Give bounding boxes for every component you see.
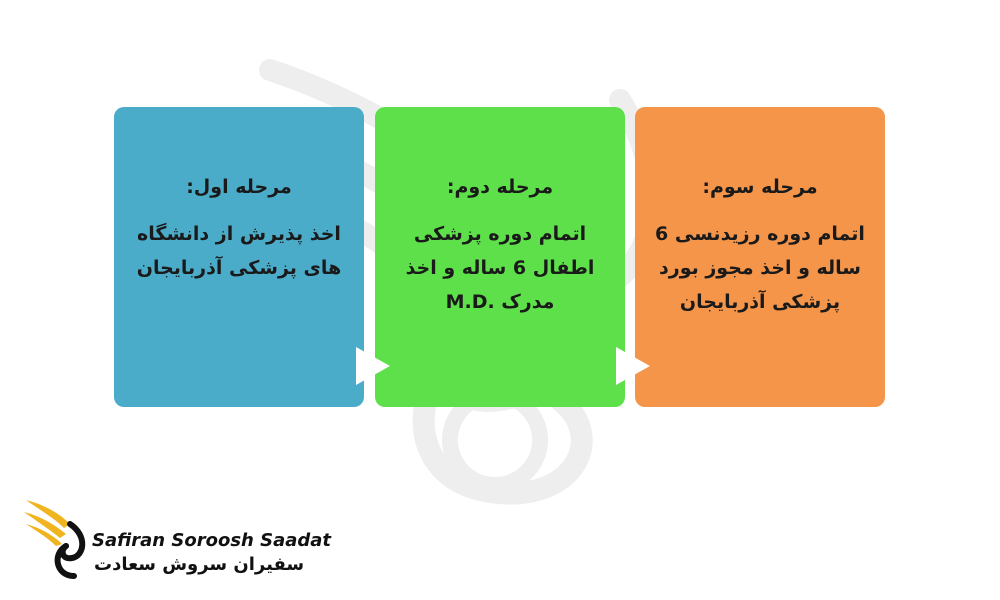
stage-2-title: مرحله دوم:: [446, 176, 554, 198]
stage-1-title: مرحله اول:: [186, 176, 292, 198]
company-logo: Safiran Soroosh Saadat سفیران سروش سعادت: [22, 496, 331, 586]
arrow-right-icon: [616, 347, 650, 385]
stage-1-body: اخذ پذیرش از دانشگاه های پزشکی آذربایجان: [136, 223, 342, 279]
logo-latin-text: Safiran Soroosh Saadat: [92, 530, 332, 551]
stage-2-card: مرحله دوم: اتمام دوره پزشکی اطفال 6 ساله…: [375, 107, 625, 407]
arrow-right-icon: [356, 347, 390, 385]
stage-1-card: مرحله اول: اخذ پذیرش از دانشگاه های پزشک…: [114, 107, 364, 407]
stage-3-title: مرحله سوم:: [702, 176, 818, 198]
stage-3-card: مرحله سوم: اتمام دوره رزیدنسی 6 ساله و ا…: [635, 107, 885, 407]
logo-persian-text: سفیران سروش سعادت: [94, 554, 305, 575]
stage-2-body: اتمام دوره پزشکی اطفال 6 ساله و اخذ مدرک…: [405, 223, 595, 313]
stage-3-body: اتمام دوره رزیدنسی 6 ساله و اخذ مجوز بور…: [655, 223, 865, 313]
golden-wing-icon: [24, 500, 86, 579]
